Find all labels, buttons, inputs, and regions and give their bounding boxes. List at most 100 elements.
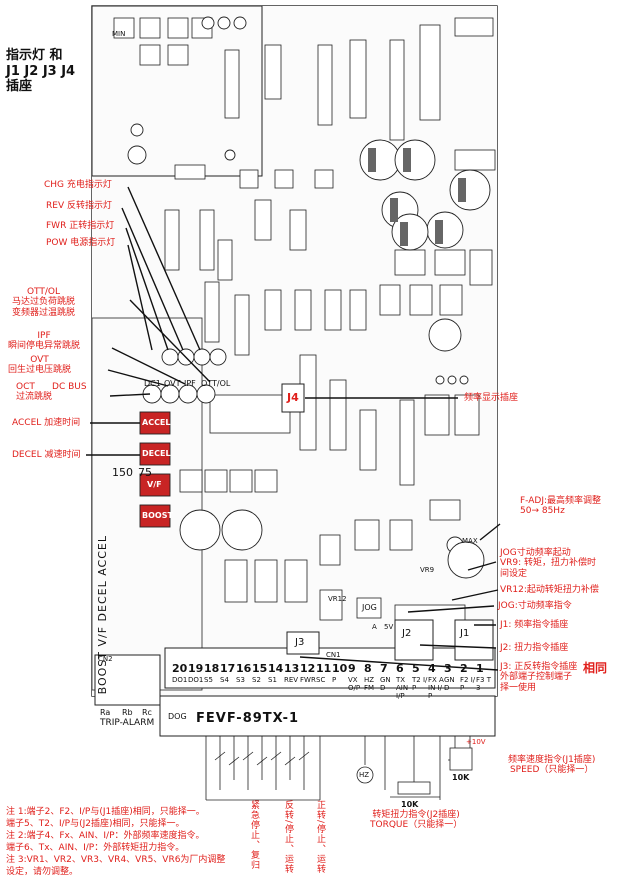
callout-same: 相同 [583, 661, 608, 675]
callout-accel: ACCEL 加速时间 [12, 418, 81, 428]
led-ott-ol: OTT/OL [201, 379, 231, 388]
callout-torque: 转矩扭力指令(J2插座) TORQUE（只能择一） [370, 810, 463, 831]
terminal-number[interactable]: 16 [236, 662, 252, 675]
terminal-name: SC [316, 676, 326, 684]
callout-vr12: VR12:起动转矩扭力补偿 [500, 585, 599, 595]
accel-trimmer[interactable]: ACCEL [142, 418, 171, 427]
min-label: MIN [112, 30, 126, 38]
callout-chg: CHG 充电指示灯 [44, 180, 112, 190]
note-line: 端子5、T2、I/P与(J2插座)相同，只能择一。 [6, 819, 185, 829]
callout-j4: 频率显示插座 [464, 393, 519, 403]
note-line: 注 3:VR1、VR2、VR3、VR4、VR5、VR6为厂内调整 [6, 855, 226, 865]
terminal-number[interactable]: 14 [268, 662, 284, 675]
terminal-number[interactable]: 7 [380, 662, 388, 675]
terminal-number[interactable]: 15 [252, 662, 268, 675]
terminal-number[interactable]: 10 [332, 662, 348, 675]
terminal-name: GND [380, 676, 391, 692]
vf-trimmer[interactable]: V/F [147, 480, 162, 489]
pot-10k-speed: 10K [452, 773, 470, 782]
led-ovt: OVT [164, 379, 181, 388]
relay-rb: Rb [122, 708, 133, 717]
callout-fwr: FWR 正转指示灯 [46, 221, 115, 231]
terminal-name: FX AIN I/P [428, 676, 444, 700]
terminal-number[interactable]: 13 [284, 662, 300, 675]
hz-meter: HZ [359, 771, 370, 779]
terminal-number[interactable]: 18 [204, 662, 220, 675]
callout-jog: JOG:寸动频率指令 [498, 601, 572, 611]
trim-150: 150 [112, 466, 133, 479]
led-dc1: DC1 [144, 379, 161, 388]
decel-trimmer[interactable]: DECEL [142, 449, 171, 458]
terminal-name: GND [444, 676, 455, 692]
terminal-name: TX AIN I/P [396, 676, 409, 700]
side-label-forward: 正转/停止、运转 [315, 800, 325, 875]
note-line: 设定，请勿调整。 [6, 867, 79, 877]
note-line: 注 1:端子2、F2、I/P与(J1插座)相同，只能择一。 [6, 807, 205, 817]
note-line: 注 2:端子4、Fx、AIN、I/P：外部频率速度指令。 [6, 831, 205, 841]
five-v-label: 5V [384, 623, 394, 631]
terminal-number[interactable]: 11 [316, 662, 332, 675]
terminal-name: HZ FM [364, 676, 375, 692]
terminal-name: REV [284, 676, 299, 684]
terminal-name: F2 I/P [460, 676, 476, 692]
terminal-number[interactable]: 19 [188, 662, 204, 675]
relay-ra: Ra [100, 708, 111, 717]
j4-connector: J4 [287, 391, 299, 404]
terminal-number[interactable]: 5 [412, 662, 420, 675]
terminal-name: S3 [236, 676, 245, 684]
cn2-label: CN2 [98, 655, 113, 663]
j2-connector: J2 [402, 628, 412, 639]
terminal-number[interactable]: 8 [364, 662, 372, 675]
vr12-pot: VR12 [328, 595, 347, 603]
terminal-number[interactable]: 3 [444, 662, 452, 675]
j1-connector: J1 [460, 628, 470, 639]
boost-vf-decel-accel-label: BOOST V/F DECEL ACCEL [96, 535, 109, 695]
callout-rev: REV 反转指示灯 [46, 201, 112, 211]
terminal-number[interactable]: 12 [300, 662, 316, 675]
callout-ipf: IPF 瞬间停电异常跳脱 [8, 331, 81, 352]
terminal-name: S1 [268, 676, 277, 684]
dog-label: DOG [168, 712, 187, 721]
callout-j3: J3: 正反转指令插座 外部端子控制端子 择一使用 [500, 662, 578, 693]
cn1-label: CN1 [326, 651, 341, 659]
callout-f-adj: F-ADJ:最高频率调整 50→ 85Hz [520, 496, 602, 517]
a-label: A [372, 623, 377, 631]
side-label-reverse: 反转/停止、运转 [283, 800, 293, 875]
terminal-name: F3 T3 [476, 676, 491, 692]
boost-trimmer[interactable]: BOOST [142, 511, 173, 520]
terminal-number[interactable]: 2 [460, 662, 468, 675]
terminal-name: DO1 [172, 676, 188, 684]
terminal-name: S5 [204, 676, 213, 684]
jog-pot: JOG [362, 603, 377, 612]
terminal-number[interactable]: 1 [476, 662, 484, 675]
vr9-pot: VR9 [420, 566, 435, 574]
header-title: 指示灯 和 J1 J2 J3 J4 插座 [6, 48, 76, 95]
note-line: 端子6、Tx、AIN、I/P：外部转矩扭力指令。 [6, 843, 185, 853]
terminal-number[interactable]: 4 [428, 662, 436, 675]
callout-vr9: JOG寸动频率起动 VR9: 转矩，扭力补偿时 间设定 [500, 548, 597, 579]
j3-connector: J3 [295, 637, 305, 648]
terminal-number[interactable]: 17 [220, 662, 236, 675]
callout-j1: J1: 频率指令插座 [500, 620, 569, 630]
model-number: FEVF-89TX-1 [196, 711, 300, 726]
max-label: MAX [462, 537, 478, 545]
trip-alarm-label: TRIP-ALARM [100, 718, 155, 728]
terminal-name: P [332, 676, 337, 684]
callout-oct: OCT DC BUS 过流跳脱 [16, 382, 87, 403]
terminal-name: VX O/P [348, 676, 361, 692]
plus-10v: +10V [466, 738, 486, 746]
terminal-number[interactable]: 20 [172, 662, 188, 675]
callout-speed: 频率速度指令(J1插座) SPEED（只能择一） [508, 755, 596, 776]
trim-75: 75 [138, 466, 152, 479]
terminal-name: T2 I/P [412, 676, 428, 692]
callout-ovt: OVT 回生过电压跳脱 [8, 355, 72, 376]
terminal-number[interactable]: 9 [348, 662, 356, 675]
callout-ott-ol: OTT/OL 马达过负荷跳脱 变频器过温跳脱 [12, 287, 76, 318]
relay-rc: Rc [142, 708, 152, 717]
terminal-name: S2 [252, 676, 261, 684]
callout-j2: J2: 扭力指令插座 [500, 643, 569, 653]
terminal-number[interactable]: 6 [396, 662, 404, 675]
led-ipf: IPF [184, 379, 196, 388]
terminal-name: DO1 [188, 676, 204, 684]
